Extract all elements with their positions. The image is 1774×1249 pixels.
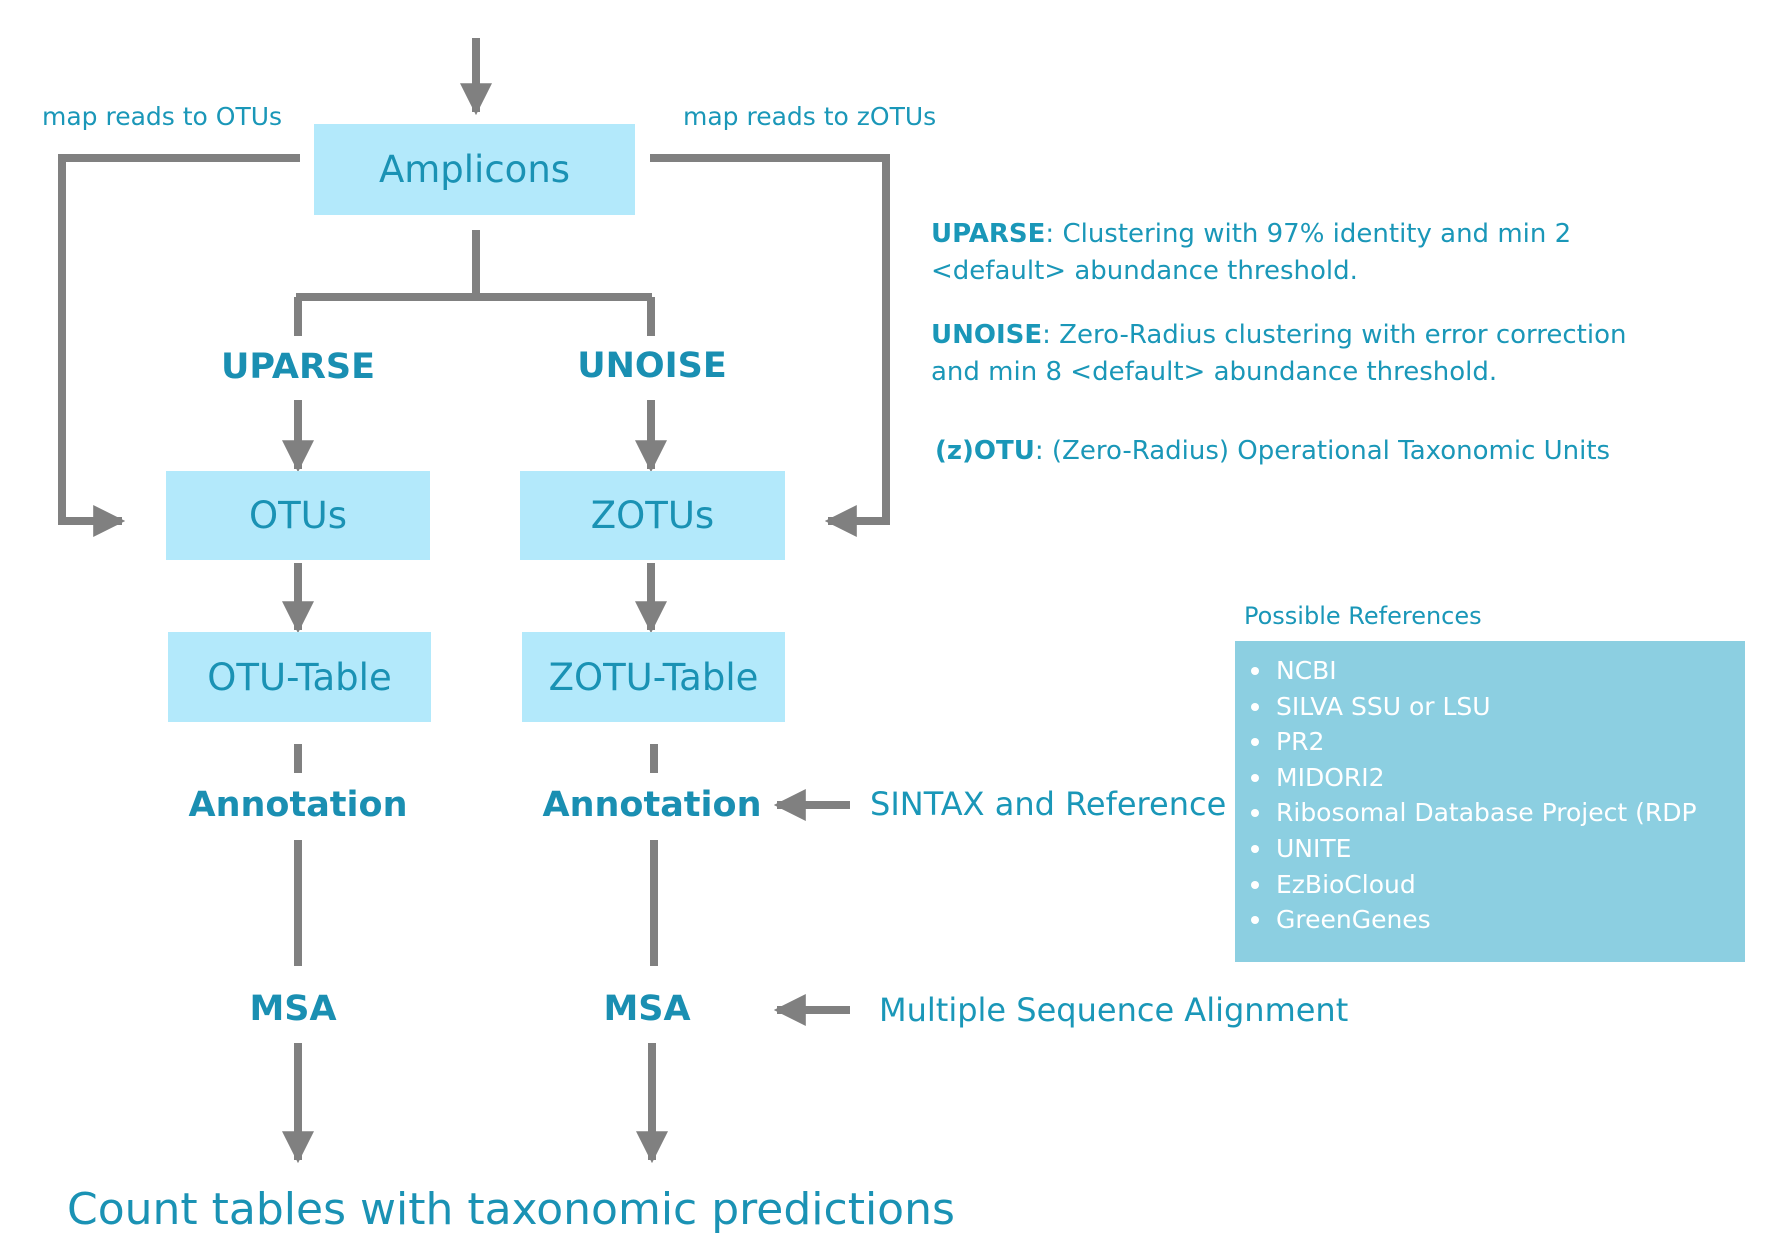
sintax-label: SINTAX and Reference bbox=[870, 785, 1227, 823]
msa-full-label: Multiple Sequence Alignment bbox=[879, 991, 1349, 1029]
note-uparse-term: UPARSE bbox=[931, 219, 1046, 249]
map-reads-zotus-connector bbox=[650, 154, 890, 537]
note-zotu-line1: : (Zero-Radius) Operational Taxonomic Un… bbox=[1034, 436, 1611, 466]
zotus-node: ZOTUs bbox=[520, 471, 785, 560]
reference-item: MIDORI2 bbox=[1251, 760, 1745, 796]
note-unoise: UNOISE: Zero-Radius clustering with erro… bbox=[931, 317, 1626, 391]
amplicons-node: Amplicons bbox=[314, 124, 635, 215]
zotu-table-node: ZOTU-Table bbox=[522, 632, 785, 722]
msa-step-right: MSA bbox=[603, 989, 691, 1029]
note-zotu-term: (z)OTU bbox=[935, 436, 1035, 466]
note-uparse: UPARSE: Clustering with 97% identity and… bbox=[931, 216, 1571, 290]
annotation-step-left: Annotation bbox=[188, 785, 408, 825]
reference-item: EzBioCloud bbox=[1251, 867, 1745, 903]
note-zotu: (z)OTU: (Zero-Radius) Operational Taxono… bbox=[935, 433, 1610, 470]
references-list: NCBI SILVA SSU or LSU PR2 MIDORI2 Riboso… bbox=[1235, 641, 1745, 938]
reference-item: PR2 bbox=[1251, 724, 1745, 760]
note-unoise-line1: : Zero-Radius clustering with error corr… bbox=[1042, 320, 1627, 350]
reference-item: UNITE bbox=[1251, 831, 1745, 867]
references-title: Possible References bbox=[1244, 602, 1482, 630]
map-reads-otus-label: map reads to OTUs bbox=[42, 102, 283, 131]
uparse-step: UPARSE bbox=[220, 347, 376, 387]
output-label: Count tables with taxonomic predictions bbox=[67, 1184, 955, 1235]
reference-item: GreenGenes bbox=[1251, 902, 1745, 938]
reference-item: NCBI bbox=[1251, 653, 1745, 689]
annotation-step-right: Annotation bbox=[542, 785, 762, 825]
map-reads-zotus-label: map reads to zOTUs bbox=[683, 102, 937, 131]
map-reads-otus-connector bbox=[58, 154, 300, 537]
msa-step-left: MSA bbox=[249, 989, 337, 1029]
note-unoise-line2: and min 8 <default> abundance threshold. bbox=[931, 357, 1498, 387]
unoise-step: UNOISE bbox=[577, 346, 727, 386]
note-uparse-line1: : Clustering with 97% identity and min 2 bbox=[1045, 219, 1572, 249]
otu-table-node: OTU-Table bbox=[168, 632, 431, 722]
reference-item: SILVA SSU or LSU bbox=[1251, 689, 1745, 725]
otus-node: OTUs bbox=[166, 471, 430, 560]
reference-item: Ribosomal Database Project (RDP bbox=[1251, 795, 1745, 831]
references-panel: NCBI SILVA SSU or LSU PR2 MIDORI2 Riboso… bbox=[1235, 641, 1745, 962]
note-uparse-line2: <default> abundance threshold. bbox=[931, 256, 1358, 286]
note-unoise-term: UNOISE bbox=[931, 320, 1043, 350]
